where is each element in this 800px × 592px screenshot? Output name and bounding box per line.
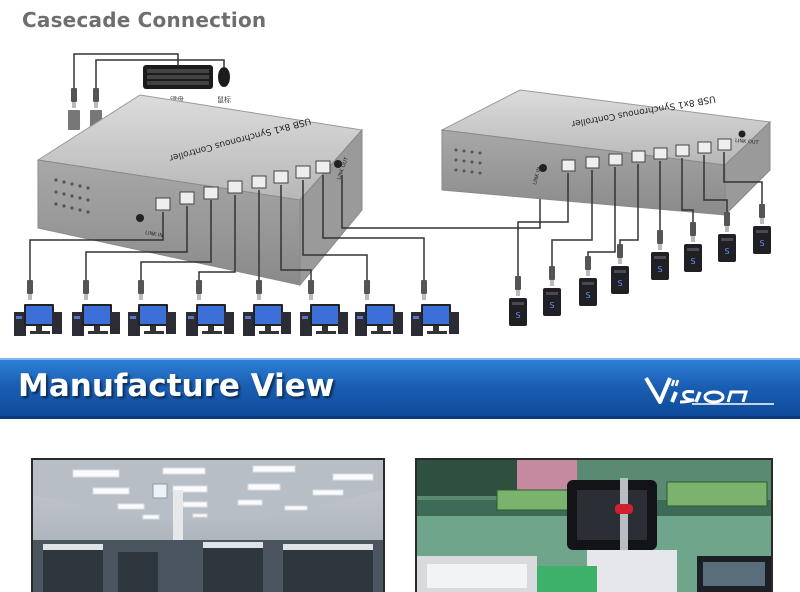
right-controller-device <box>440 89 772 217</box>
section-title: Casecade Connection <box>22 8 267 32</box>
usb-plug-icon <box>71 88 77 108</box>
factory-floor-photo <box>31 458 385 592</box>
left-link-in-label: LINK IN <box>145 230 164 239</box>
right-link-in-label: LINK IN <box>532 166 543 185</box>
vision-logo <box>644 376 774 405</box>
keyboard-icon <box>143 65 213 89</box>
manufacture-view-banner: Manufacture View <box>0 358 800 419</box>
left-controller-device <box>36 94 363 287</box>
keyboard-label: 键盘 <box>170 95 184 104</box>
assembly-station-photo <box>415 458 773 592</box>
mouse-icon <box>218 67 230 87</box>
usb-plug-icon <box>93 88 99 108</box>
mouse-label: 鼠标 <box>217 95 231 104</box>
computer-icon <box>14 304 459 336</box>
banner-title: Manufacture View <box>18 368 335 404</box>
cascade-connection-diagram: S 键盘 鼠标 <box>14 53 772 336</box>
right-link-out-label: LINK OUT <box>735 138 760 146</box>
